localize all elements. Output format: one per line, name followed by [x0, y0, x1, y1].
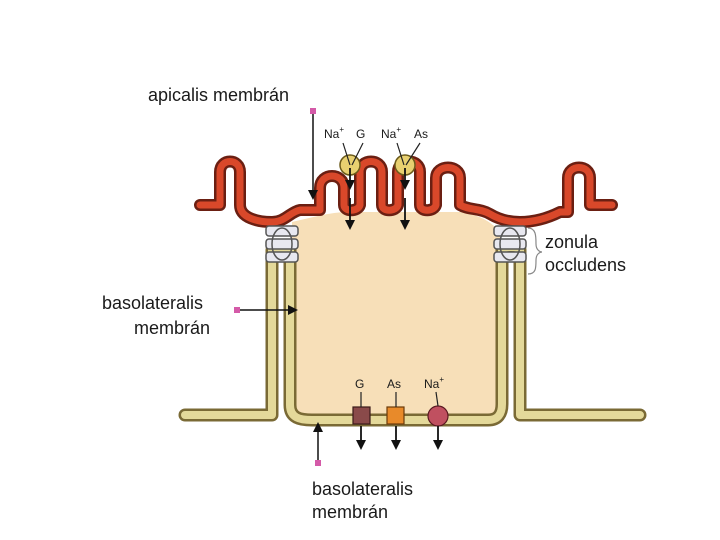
apical-na-label-1: Na+	[324, 125, 344, 141]
basal-glucose-label: G	[355, 377, 364, 391]
basolateral-left-label-line1: basolateralis	[102, 293, 203, 313]
apical-na-label-2: Na+	[381, 125, 401, 141]
basolateral-bottom-pointer	[315, 424, 321, 466]
zonula-label-line1: zonula	[545, 232, 599, 252]
basolateral-left-label-line2: membrán	[134, 318, 210, 338]
apical-glucose-label: G	[356, 127, 365, 141]
zonula-label-line2: occludens	[545, 255, 626, 275]
basal-amino-acid-label: As	[387, 377, 401, 391]
tight-junction-right	[494, 226, 526, 262]
apical-membrane-label: apicalis membrán	[148, 85, 289, 105]
basolateral-bottom-label-line2: membrán	[312, 502, 388, 522]
apical-amino-acid-label: As	[414, 127, 428, 141]
tight-junction-left	[266, 226, 298, 262]
zonula-brace	[528, 228, 542, 274]
basolateral-bottom-label-line1: basolateralis	[312, 479, 413, 499]
